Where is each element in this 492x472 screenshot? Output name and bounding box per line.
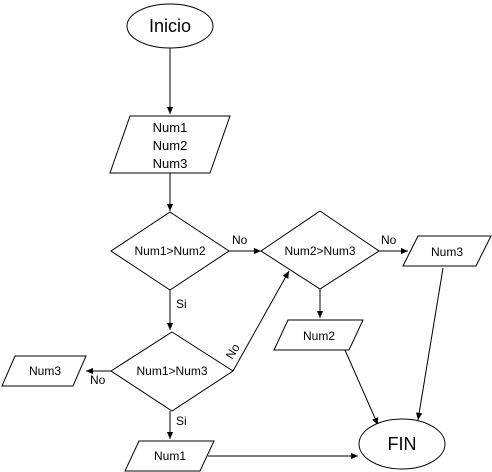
output-num1-parallelogram <box>124 440 215 472</box>
input-parallelogram <box>109 115 231 174</box>
start-label: Inicio <box>149 16 191 36</box>
output-num2-parallelogram <box>273 319 364 351</box>
output-num3-right-label: Num3 <box>431 245 463 259</box>
end-label: FIN <box>388 434 417 454</box>
input-node: Num1 Num2 Num3 <box>109 115 231 174</box>
edge-num3-to-fin <box>416 267 444 421</box>
output-num2-label: Num2 <box>303 329 335 343</box>
decision-d1: Num1>Num2 <box>110 211 230 291</box>
edges <box>86 48 444 460</box>
output-num1-label: Num1 <box>154 449 186 463</box>
start-node: Inicio <box>126 3 214 49</box>
output-num3-left-parallelogram <box>1 355 87 387</box>
input-line-1: Num1 <box>153 120 188 135</box>
decision-d1-label: Num1>Num2 <box>134 244 205 258</box>
output-num1: Num1 <box>124 440 215 472</box>
decision-d1-diamond <box>110 211 230 291</box>
output-num2: Num2 <box>273 319 364 351</box>
decision-d2: Num2>Num3 <box>260 210 380 290</box>
edge-label-d3-no-left: No <box>90 373 106 387</box>
output-num3-left-label: Num3 <box>29 364 61 378</box>
edge-label-d2-no: No <box>381 233 397 247</box>
input-line-2: Num2 <box>153 138 188 153</box>
end-node: FIN <box>358 418 446 470</box>
edge-label-d1-no: No <box>232 233 248 247</box>
output-num3-right: Num3 <box>402 235 492 267</box>
edge-label-d3-si: Si <box>176 414 187 428</box>
end-ellipse <box>358 418 446 470</box>
output-num3-right-parallelogram <box>402 235 492 267</box>
edge-d3-no-to-d2 <box>232 270 290 372</box>
decision-d3-label: Num1>Num3 <box>136 364 207 378</box>
input-line-3: Num3 <box>153 156 188 171</box>
output-num3-left: Num3 <box>1 355 87 387</box>
decision-d3: Num1>Num3 <box>110 331 234 412</box>
edge-num2-to-fin <box>344 349 379 426</box>
start-ellipse <box>126 3 214 49</box>
decision-d3-diamond <box>110 331 234 412</box>
edge-label-d1-si: Si <box>176 297 187 311</box>
decision-d2-diamond <box>260 210 380 290</box>
decision-d2-label: Num2>Num3 <box>284 244 355 258</box>
